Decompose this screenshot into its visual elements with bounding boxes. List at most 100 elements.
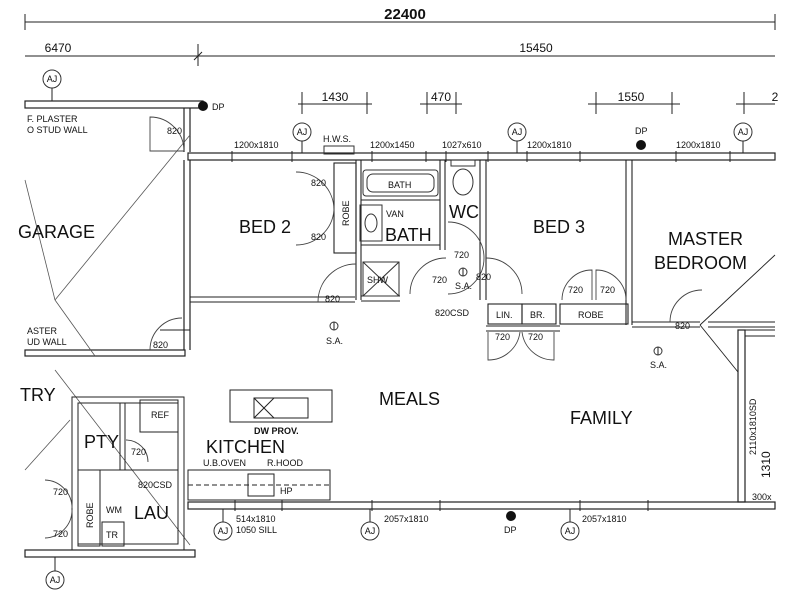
svg-text:AJ: AJ xyxy=(565,526,576,536)
dp-dot-2 xyxy=(636,140,646,150)
garage-roof-lines xyxy=(24,134,191,546)
aj-marker-8: AJ xyxy=(45,557,65,590)
fixture-dw-prov: DW PROV. xyxy=(254,426,299,436)
plaster-note-2: O STUD WALL xyxy=(27,125,88,135)
room-bed2: BED 2 xyxy=(239,217,291,237)
window-bath: 1200x1450 xyxy=(370,140,415,150)
room-labels: GARAGE BED 2 BATH WC BED 3 MASTER BEDROO… xyxy=(18,202,747,523)
dp-markers: DP DP DP xyxy=(198,101,648,535)
fixture-ref: REF xyxy=(151,410,170,420)
fixture-labels: BATH VAN SHW H.W.S. ROBE LIN. BR. ROBE R… xyxy=(27,114,604,540)
door-robe-3b: 720 xyxy=(600,285,615,295)
door-labels: 820 820 820 820 720 720 820 820CSD 720 7… xyxy=(53,126,690,539)
master-wall-note-1: ASTER xyxy=(27,326,58,336)
door-garage: 820 xyxy=(167,126,182,136)
aj-marker-2: AJ xyxy=(292,122,312,153)
dp-label-3: DP xyxy=(504,525,517,535)
room-kitchen: KITCHEN xyxy=(206,437,285,457)
room-master-line2: BEDROOM xyxy=(654,253,747,273)
dp-dot-3 xyxy=(506,511,516,521)
room-entry: TRY xyxy=(20,385,56,405)
fixture-r-hood: R.HOOD xyxy=(267,458,304,468)
door-bath: 720 xyxy=(432,275,447,285)
door-pantry: 720 xyxy=(131,447,146,457)
door-wc: 720 xyxy=(454,250,469,260)
aj-marker-4: AJ xyxy=(733,122,753,153)
room-bath: BATH xyxy=(385,225,432,245)
door-bed2: 820 xyxy=(325,294,340,304)
kitchen-laundry-walls xyxy=(71,389,333,551)
window-marks xyxy=(231,151,731,511)
dimension-1550: 1550 xyxy=(618,90,645,104)
fixture-shw: SHW xyxy=(367,275,389,285)
dimension-470: 470 xyxy=(431,90,451,104)
fixtures xyxy=(323,145,476,297)
window-bed3: 1200x1810 xyxy=(527,140,572,150)
room-master-line1: MASTER xyxy=(668,229,743,249)
door-robe-1: 820 xyxy=(311,178,326,188)
window-side: 300x xyxy=(752,492,772,502)
window-family: 2057x1810 xyxy=(582,514,627,524)
svg-text:S.A.: S.A. xyxy=(650,360,667,370)
fixture-tr: TR xyxy=(106,530,118,540)
room-family: FAMILY xyxy=(570,408,633,428)
small-dimensions: 1430 470 1550 2 xyxy=(298,90,779,114)
fixture-linen: LIN. xyxy=(496,310,513,320)
room-garage: GARAGE xyxy=(18,222,95,242)
fixture-ub-oven: U.B.OVEN xyxy=(203,458,246,468)
door-csd-hall: 820CSD xyxy=(435,308,470,318)
fixture-robe-bed2: ROBE xyxy=(341,200,351,226)
sa-marker-2: S.A. xyxy=(326,321,343,346)
dimension-1430: 1430 xyxy=(322,90,349,104)
fixture-hws: H.W.S. xyxy=(323,134,351,144)
sub-dimension: 6470 15450 xyxy=(25,41,775,66)
sa-marker-1: S.A. xyxy=(455,267,472,291)
fixture-wm: WM xyxy=(106,505,122,515)
door-broom: 720 xyxy=(528,332,543,342)
svg-text:AJ: AJ xyxy=(512,127,523,137)
room-pantry: PTY xyxy=(84,432,119,452)
master-wall-note-2: UD WALL xyxy=(27,337,67,347)
aj-marker-7: AJ xyxy=(560,509,580,541)
plaster-note-1: F. PLASTER xyxy=(27,114,78,124)
door-hall: 820 xyxy=(153,340,168,350)
aj-marker-5: AJ xyxy=(213,509,233,541)
svg-text:AJ: AJ xyxy=(47,74,58,84)
door-swings xyxy=(44,116,703,539)
room-bed3: BED 3 xyxy=(533,217,585,237)
door-linen: 720 xyxy=(495,332,510,342)
room-wc: WC xyxy=(449,202,479,222)
window-labels: 1200x1810 1200x1450 1027x610 1200x1810 1… xyxy=(234,140,773,535)
dp-label-2: DP xyxy=(635,126,648,136)
dp-label-1: DP xyxy=(212,102,225,112)
window-kitchen: 514x1810 xyxy=(236,514,276,524)
right-dimension-label: 15450 xyxy=(519,41,553,55)
window-kitchen-sill: 1050 SILL xyxy=(236,525,277,535)
room-laundry: LAU xyxy=(134,503,169,523)
fixture-robe-laundry: ROBE xyxy=(85,502,95,528)
window-meals: 2057x1810 xyxy=(384,514,429,524)
aj-marker-6: AJ xyxy=(360,509,380,541)
door-laundry-1: 720 xyxy=(53,487,68,497)
dimension-1310: 1310 xyxy=(759,451,773,478)
door-master: 820 xyxy=(675,321,690,331)
dp-dot-1 xyxy=(198,101,208,111)
window-master: 1200x1810 xyxy=(676,140,721,150)
svg-text:S.A.: S.A. xyxy=(455,281,472,291)
svg-text:AJ: AJ xyxy=(297,127,308,137)
fixture-hp: HP xyxy=(280,486,293,496)
aj-marker-3: AJ xyxy=(507,122,527,153)
svg-text:AJ: AJ xyxy=(50,575,61,585)
door-bed3: 820 xyxy=(476,272,491,282)
svg-text:AJ: AJ xyxy=(365,526,376,536)
overall-dimension: 22400 xyxy=(24,6,776,30)
aj-marker-1: AJ xyxy=(42,69,62,101)
door-robe-2: 820 xyxy=(311,232,326,242)
overall-dimension-label: 22400 xyxy=(384,6,426,23)
door-csd-kitchen: 820CSD xyxy=(138,480,173,490)
svg-text:S.A.: S.A. xyxy=(326,336,343,346)
door-laundry-2: 720 xyxy=(53,529,68,539)
sa-markers: S.A. S.A. S.A. xyxy=(326,267,667,370)
fixture-bath: BATH xyxy=(388,180,411,190)
